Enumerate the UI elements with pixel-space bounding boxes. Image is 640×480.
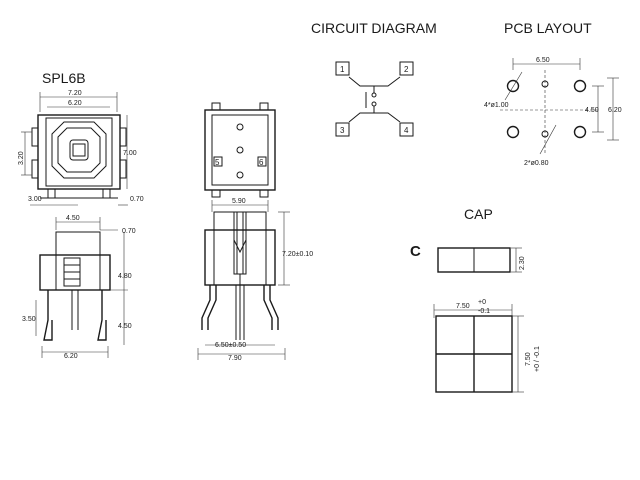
pcb-layout-title: PCB LAYOUT: [504, 20, 592, 36]
dim-top-width-outer: 7.20: [68, 90, 82, 97]
pcb-dim-spacing-x: 6.50: [536, 57, 550, 64]
cap-title: CAP: [464, 206, 493, 222]
dim-top-height-right: 7.00: [123, 150, 137, 157]
dim-front-pin-span: 6.50±0.50: [215, 342, 246, 349]
dim-top-bottom-right: 0.70: [130, 196, 144, 203]
dim-side-top-gap: 0.70: [122, 228, 136, 235]
circuit-pin-3: 3: [340, 126, 345, 135]
top-view: 7.20 6.20 7.00 3.20 3.00 0.7: [18, 90, 144, 206]
dim-top-height-left: 3.20: [18, 151, 25, 165]
front-pin-5: 5: [215, 158, 220, 167]
circuit-diagram-title: CIRCUIT DIAGRAM: [311, 20, 437, 36]
cap-dim-depth-tol: +0 / -0.1: [534, 346, 541, 372]
dim-top-width-inner: 6.20: [68, 100, 82, 107]
cap-variant-label: C: [410, 243, 421, 260]
dim-side-body-height: 4.80: [118, 273, 132, 280]
cap-drawing: 2.30 7.50 +0 -0.1 7.50 +0 / -0.1: [433, 247, 541, 393]
cap-dim-width-tol-minus: -0.1: [478, 308, 490, 315]
front-top-view: 5 6: [204, 102, 276, 198]
cap-dim-width-tol-plus: +0: [478, 299, 486, 306]
side-view: 4.50 0.70 4.80 4.50 3.50 6.20: [22, 215, 136, 360]
pcb-dim-spacing-y-inner: 4.50: [585, 107, 599, 114]
cap-dim-width: 7.50: [456, 303, 470, 310]
circuit-pin-4: 4: [404, 126, 409, 135]
dim-side-top-width: 4.50: [66, 215, 80, 222]
pcb-layout: 6.50 4*ø1.00 2*ø0.80 4.50 6.20: [484, 57, 622, 167]
dim-side-bottom-width: 6.20: [64, 353, 78, 360]
pcb-small-hole-label: 2*ø0.80: [524, 160, 549, 167]
dim-side-pin-height: 4.50: [118, 323, 132, 330]
cap-dim-depth: 7.50: [525, 352, 532, 366]
dim-top-bottom-left: 3.00: [28, 196, 42, 203]
dim-front-height: 7.20±0.10: [282, 251, 313, 258]
pcb-dim-spacing-y-outer: 6.20: [608, 107, 622, 114]
circuit-pin-2: 2: [404, 65, 409, 74]
model-label: SPL6B: [42, 70, 86, 86]
front-side-view: 5.90 7.20±0.10 6.50±0.50 7.90: [197, 198, 313, 362]
circuit-pin-1: 1: [340, 65, 345, 74]
dim-front-body-width: 7.90: [228, 355, 242, 362]
dim-side-left-height: 3.50: [22, 316, 36, 323]
front-pin-6: 6: [259, 158, 264, 167]
circuit-diagram: 1 2 3 4: [335, 61, 414, 137]
cap-dim-height: 2.30: [519, 256, 526, 270]
pcb-large-hole-label: 4*ø1.00: [484, 102, 509, 109]
dim-front-top-width: 5.90: [232, 198, 246, 205]
